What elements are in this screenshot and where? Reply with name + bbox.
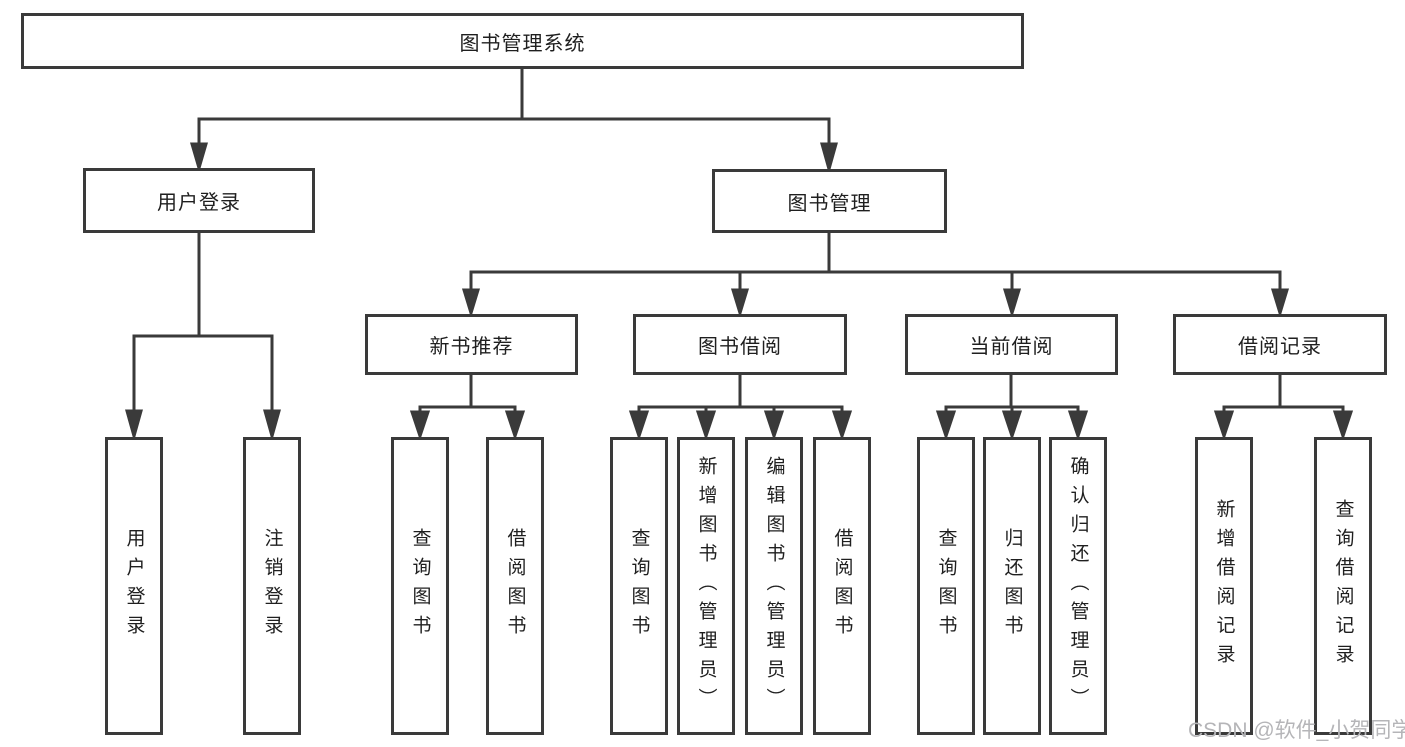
leaf-logout: 注销登录 [243,437,301,735]
csdn-watermark: CSDN @软件_小贺同学 [1188,719,1405,742]
leaf-query-books-recommend: 查询图书 [391,437,449,735]
leaf-query-borrow-record: 查询借阅记录 [1314,437,1372,735]
leaf-query-books-current: 查询图书 [917,437,975,735]
node-current-borrow: 当前借阅 [905,314,1118,375]
leaf-add-borrow-record: 新增借阅记录 [1195,437,1253,735]
connector-new-book-recommend-to-leaves [409,375,526,441]
connector-root-to-level2 [190,69,838,175]
leaf-edit-books-admin: 编辑图书（管理员） [745,437,803,735]
node-user-login: 用户登录 [83,168,315,233]
leaf-borrow-books: 借阅图书 [813,437,871,735]
leaf-return-books: 归还图书 [983,437,1041,735]
connector-borrow-records-to-leaves [1213,375,1354,441]
node-book-management: 图书管理 [712,169,947,233]
leaf-borrow-books-recommend: 借阅图书 [486,437,544,735]
node-root-library-management-system: 图书管理系统 [21,13,1024,69]
connector-book-borrow-to-leaves [628,375,853,441]
node-borrow-records: 借阅记录 [1173,314,1387,375]
connector-current-borrow-to-leaves [935,375,1089,441]
leaf-query-books-borrow: 查询图书 [610,437,668,735]
leaf-confirm-return-admin: 确认归还（管理员） [1049,437,1107,735]
node-book-borrow: 图书借阅 [633,314,847,375]
node-new-book-recommend: 新书推荐 [365,314,578,375]
leaf-add-books-admin: 新增图书（管理员） [677,437,735,735]
connector-user-login-to-leaves [125,233,281,442]
leaf-user-login: 用户登录 [105,437,163,735]
connector-book-management-to-level3 [461,233,1290,319]
